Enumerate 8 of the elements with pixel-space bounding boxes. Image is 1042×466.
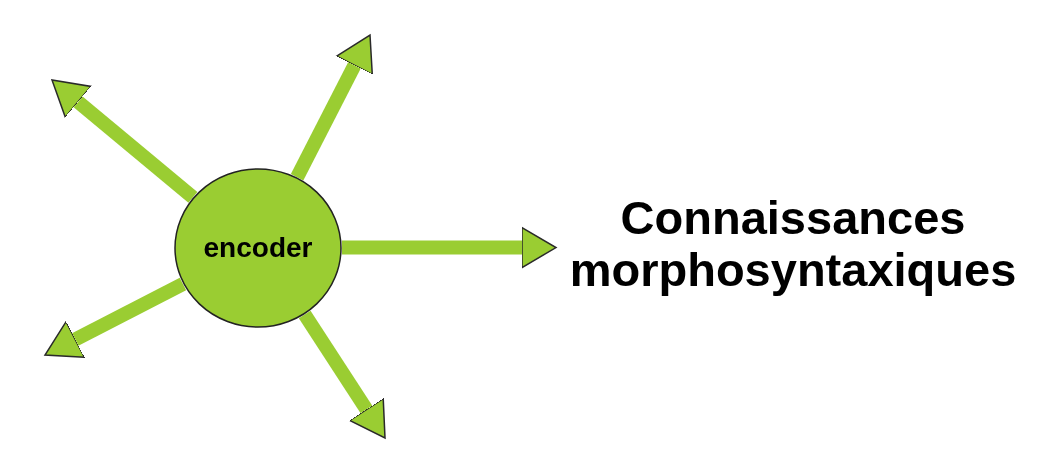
arrow: [51, 79, 198, 203]
arrow: [298, 310, 386, 439]
heading-text: Connaissances morphosyntaxiques: [556, 192, 1030, 298]
arrow: [44, 277, 187, 358]
arrow: [290, 34, 374, 181]
arrow: [342, 226, 557, 269]
node-label: encoder: [203, 232, 313, 264]
circle-node: [174, 168, 342, 328]
